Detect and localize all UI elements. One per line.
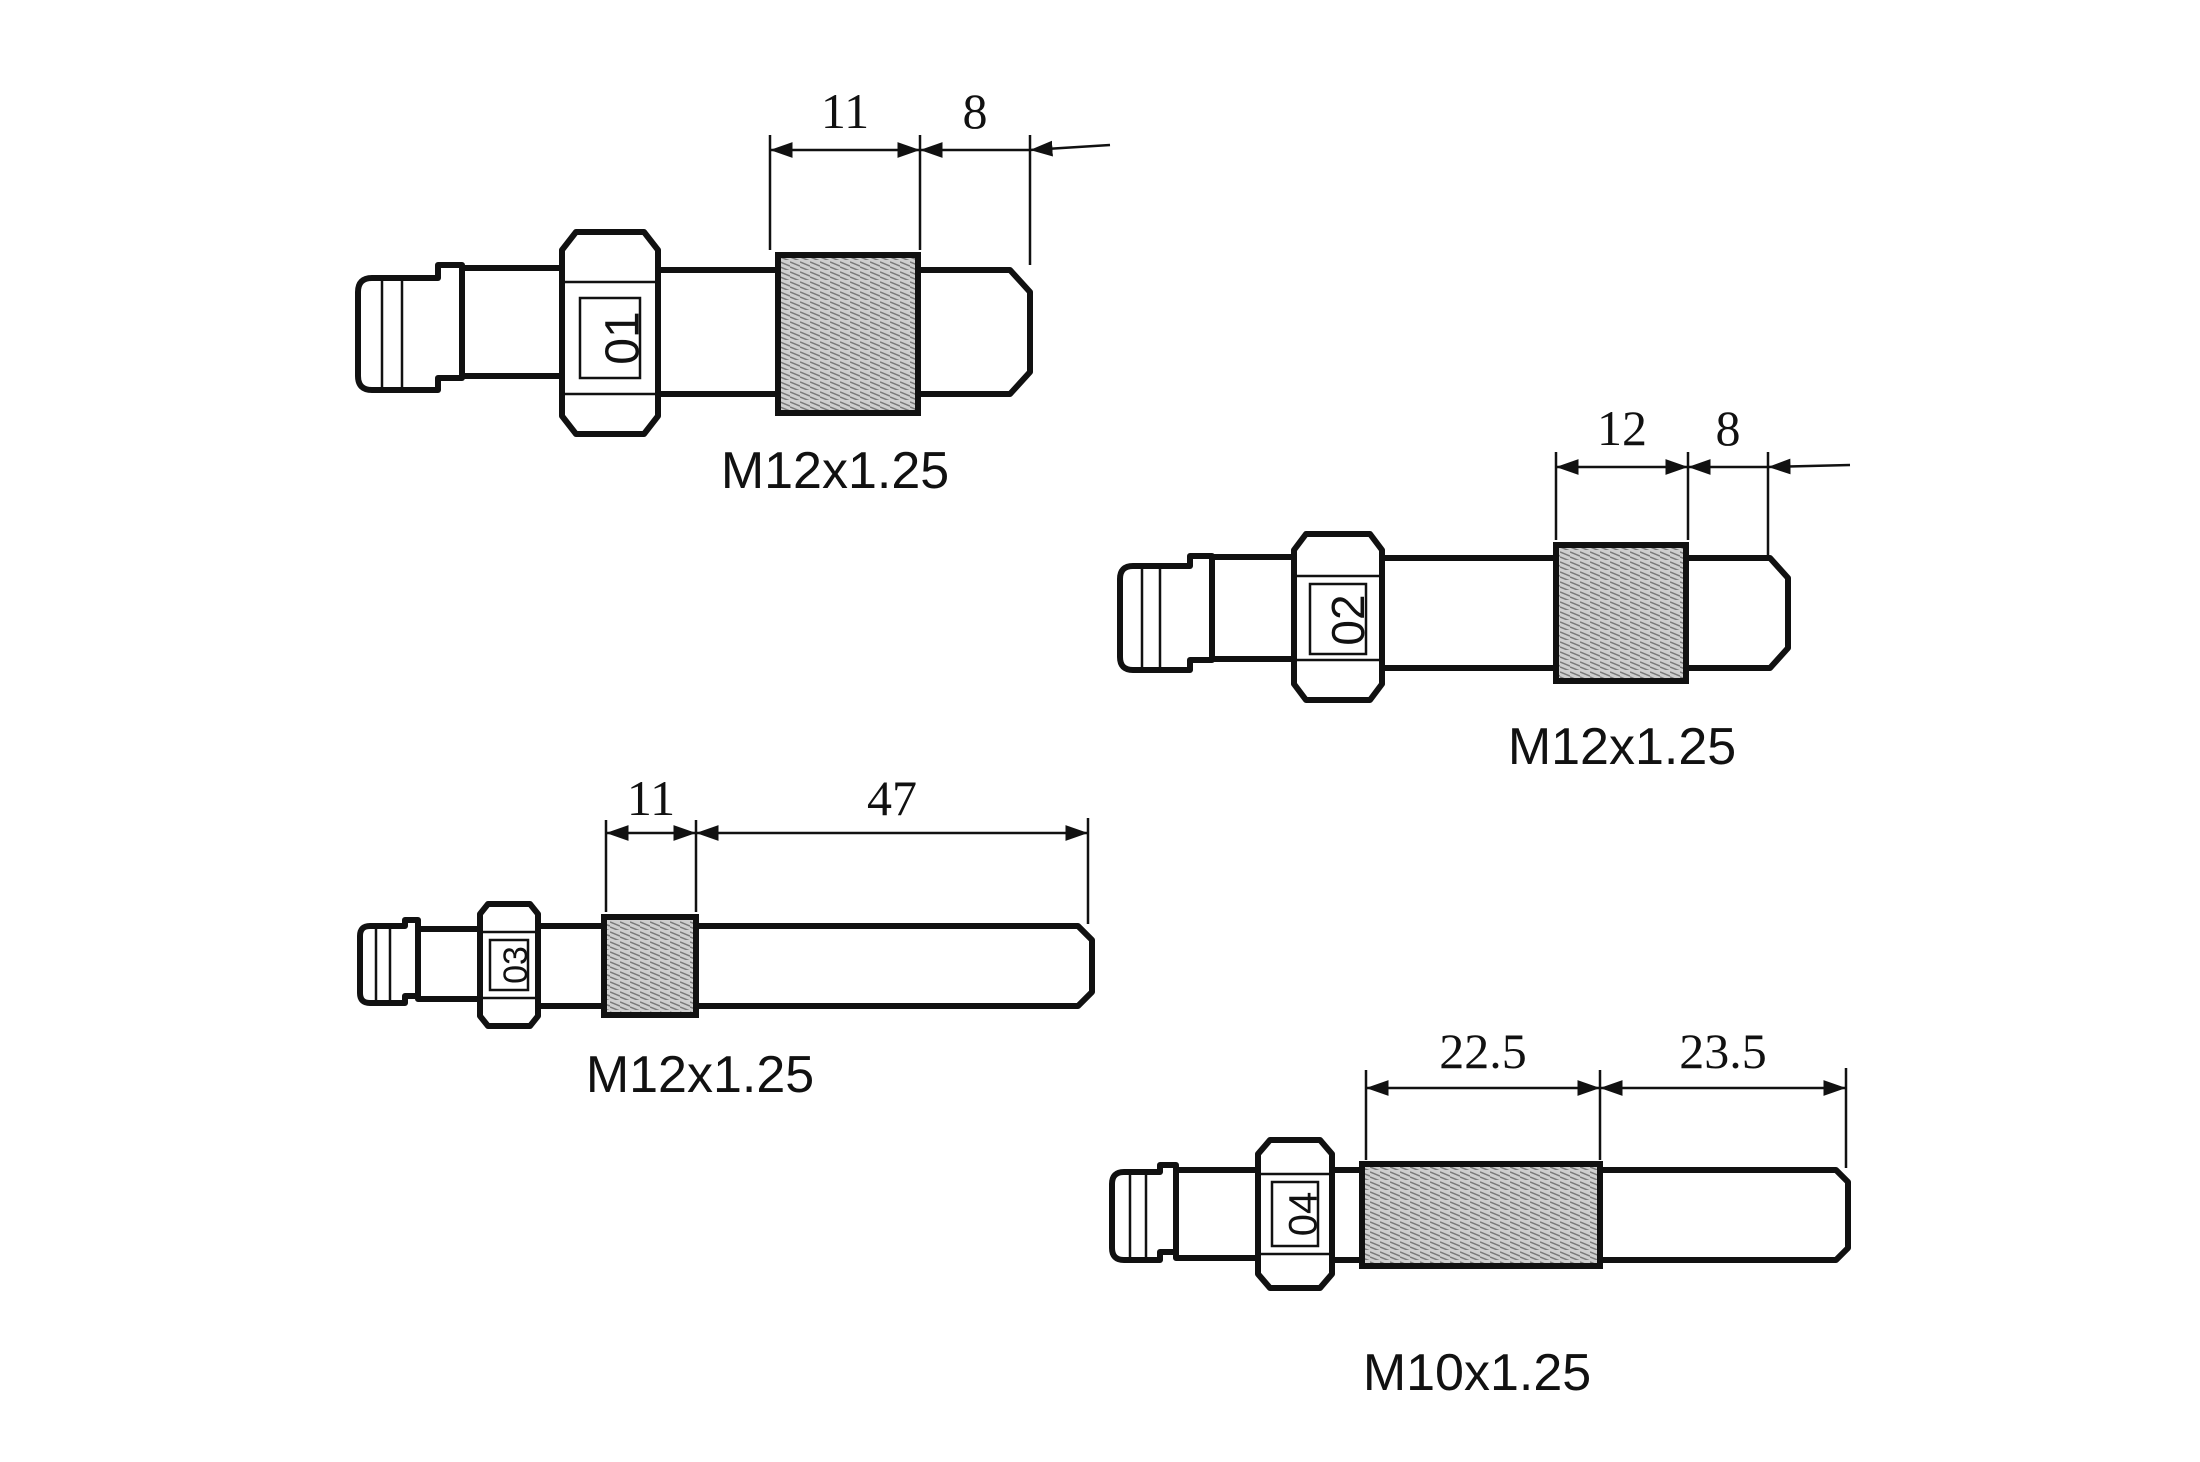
- dimension-label: 11: [627, 770, 675, 826]
- dimension-arrow: [1767, 458, 1851, 475]
- thread-spec-03: M12x1.25: [586, 1046, 814, 1104]
- dimension-label: 8: [1716, 400, 1741, 456]
- part-number-01: 01: [597, 311, 650, 364]
- thread-spec-04: M10x1.25: [1363, 1344, 1591, 1402]
- adapter-part-03: 03 11 47 M12x1.25: [357, 770, 1095, 1104]
- shaft-03: [535, 923, 607, 1009]
- neck-03: [415, 926, 483, 1002]
- dimension-label: 22.5: [1439, 1023, 1527, 1079]
- tip-03: [693, 923, 1095, 1009]
- dimension-label: 47: [867, 770, 917, 826]
- tip-02: [1683, 555, 1791, 671]
- hex-nut-03: [477, 901, 541, 1029]
- tip-01: [915, 267, 1033, 397]
- threaded-section-01: [775, 252, 921, 416]
- threaded-section-02: [1553, 542, 1689, 684]
- adapter-part-02: 02 12 8 M12x1.25: [1117, 400, 1851, 776]
- neck-04: [1173, 1167, 1261, 1261]
- threaded-section-04: [1359, 1161, 1603, 1269]
- thread-spec-02: M12x1.25: [1508, 718, 1736, 776]
- adapter-part-01: 01 11 8 M12x1.25: [355, 83, 1111, 500]
- part-label-box-03: [488, 938, 530, 992]
- coupler-plug-04: [1109, 1162, 1179, 1263]
- part-number-02: 02: [1322, 594, 1374, 645]
- part-label-box-04: [1270, 1180, 1320, 1248]
- neck-01: [459, 265, 565, 379]
- tip-04: [1597, 1167, 1851, 1263]
- dimension-label: 11: [821, 83, 869, 139]
- shaft-04: [1329, 1167, 1365, 1263]
- hex-nut-04: [1255, 1137, 1335, 1291]
- shaft-01: [655, 267, 781, 397]
- dimension-label: 8: [963, 83, 988, 139]
- shaft-02: [1379, 555, 1559, 671]
- part-number-03: 03: [497, 946, 535, 984]
- part-number-04: 04: [1282, 1192, 1326, 1237]
- part-label-box-02: [1308, 582, 1368, 656]
- thread-spec-01: M12x1.25: [721, 442, 949, 500]
- part-label-box-01: [578, 296, 642, 380]
- adapter-part-04: 04 22.5 23.5 M10x1.25: [1109, 1023, 1851, 1402]
- threaded-section-03: [601, 914, 699, 1018]
- coupler-plug-01: [355, 262, 465, 393]
- dimension-arrow: [1029, 140, 1111, 157]
- dimension-label: 12: [1597, 400, 1647, 456]
- neck-02: [1209, 554, 1297, 662]
- dimension-label: 23.5: [1679, 1023, 1767, 1079]
- coupler-plug-02: [1117, 553, 1215, 673]
